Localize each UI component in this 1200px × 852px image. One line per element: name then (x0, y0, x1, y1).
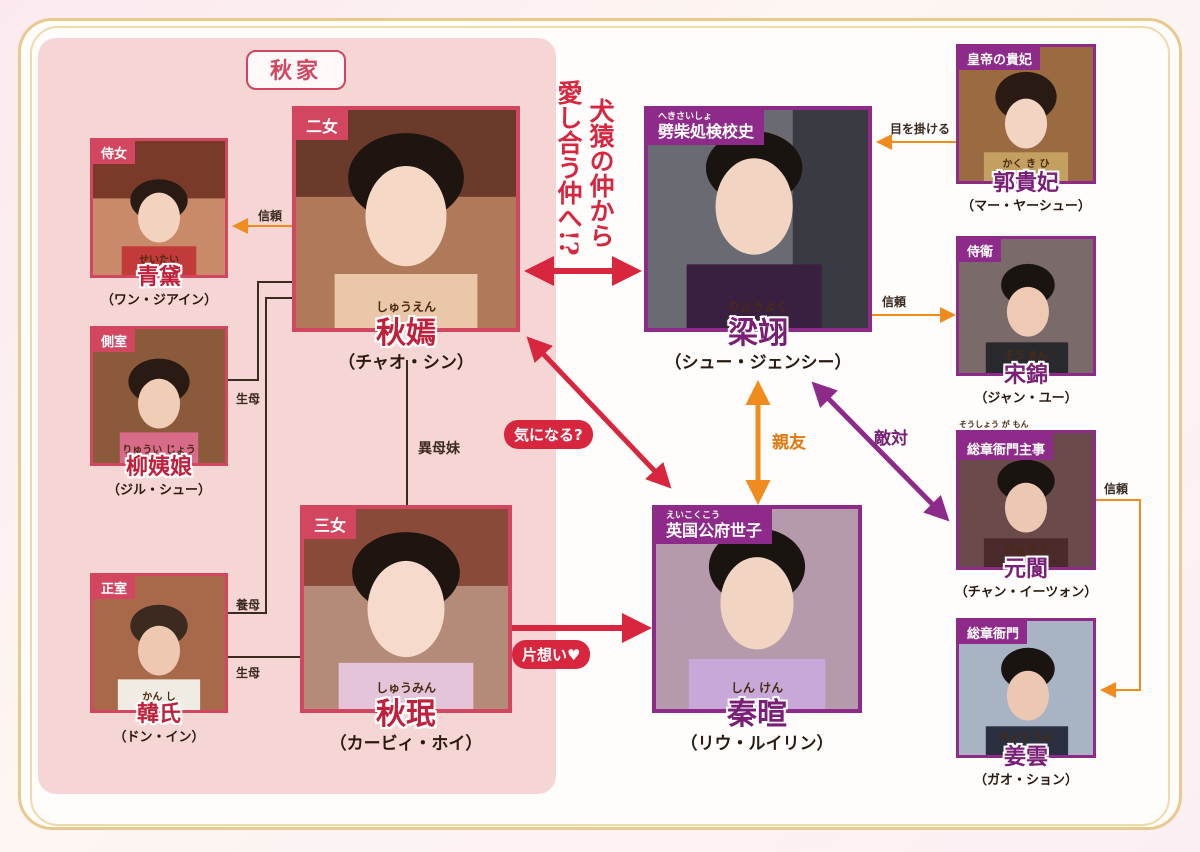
role-shuumin: 三女 (304, 509, 357, 539)
ruby-seitai: せいたい (139, 255, 179, 266)
name-ryouyoku: 梁翊 (728, 316, 788, 351)
name-shuumin: 秋珉 (376, 697, 436, 732)
role-ryuijou: 側室 (93, 329, 136, 352)
name-shuuen: 秋嫣 (376, 316, 436, 351)
actor-shuumin: （カービィ・ホイ） (329, 734, 483, 754)
card-ryouyoku: 劈柴処検校史 へきさいしょ りょうよく 梁翊 （シュー・ジェンシー） (644, 106, 872, 373)
label-adopt-kanshi: 養母 (236, 598, 261, 612)
name-genrou: 元閬 (1003, 556, 1048, 582)
ruby-shinken: しん けん (730, 681, 784, 695)
card-seitai: 侍女 せいたい 青黛 （ワン・ジアイン） (90, 138, 228, 308)
photo-shuuen (296, 110, 516, 328)
label-unrequited: 片想い♥ (512, 640, 591, 669)
photo-seitai (93, 141, 225, 275)
actor-shuuen: （チャオ・シン） (338, 353, 474, 373)
name-kanshi: 韓氏 (136, 701, 181, 727)
label-trust-soukin: 信頼 (882, 295, 907, 309)
role-kyouun: 総章衙門 (959, 621, 1028, 644)
card-shuumin: 三女 しゅうみん 秋珉 （カービィ・ホイ） (300, 505, 512, 754)
tagline-line1: 犬猿の仲から (586, 98, 615, 248)
actor-ryuijou: （ジル・シュー） (106, 483, 211, 498)
photo-ryouyoku (648, 110, 868, 328)
card-kyouun: 総章衙門 きょう うん 姜雲 （ガオ・ション） (956, 618, 1096, 788)
actor-seitai: （ワン・ジアイン） (100, 293, 218, 308)
family-title: 秋家 (246, 50, 346, 90)
ruby-kanshi: かん し (142, 692, 176, 703)
ruby-shinken-role: えいこくこう (666, 511, 721, 521)
label-birth-kanshi: 生母 (236, 666, 261, 680)
label-birth-ryuijou: 生母 (236, 392, 261, 406)
tagline-line2: 愛し合う仲へ!? (554, 80, 583, 256)
role-shinken: 英国公府世子 (656, 507, 773, 544)
actor-kakukihi: （マー・ヤーシュー） (961, 199, 1091, 214)
name-shinken: 秦暄 (727, 697, 787, 732)
ruby-ryuijou: りゅうい じょう (122, 445, 196, 456)
card-kakukihi: 皇帝の貴妃 かく き ひ 郭貴妃 （マー・ヤーシュー） (956, 44, 1096, 214)
actor-shinken: （リウ・ルイリン） (680, 734, 834, 754)
ruby-shuumin: しゅうみん (375, 681, 436, 695)
actor-ryouyoku: （シュー・ジェンシー） (664, 353, 852, 373)
card-soukin: 侍衛 そう きん 宋錦 （ジャン・ユー） (956, 236, 1096, 406)
label-rival: 敵対 (874, 429, 908, 449)
label-trust-seitai: 信頼 (258, 209, 283, 223)
name-kakukihi: 郭貴妃 (992, 170, 1059, 196)
role-kanshi: 正室 (93, 576, 136, 599)
role-soukin: 侍衛 (959, 239, 1002, 262)
actor-kanshi: （ドン・イン） (113, 730, 205, 745)
label-half-sister: 異母妹 (418, 441, 460, 457)
name-kyouun: 姜雲 (1003, 744, 1048, 770)
label-eye: 目を掛ける (890, 122, 951, 136)
name-ryuijou: 柳姨娘 (125, 454, 192, 480)
ruby-ryouyoku-role: へきさいしょ (658, 112, 713, 122)
role-shuuen: 二女 (296, 110, 349, 140)
ruby-genrou-role: そうしょう が もん (959, 420, 1029, 429)
card-shinken: 英国公府世子 えいこくこう しん けん 秦暄 （リウ・ルイリン） (652, 505, 862, 754)
photo-ryuijou (93, 329, 225, 463)
ruby-kakukihi: かく き ひ (1002, 159, 1050, 170)
ruby-soukin: そう きん (1004, 351, 1048, 362)
label-curious: 気になる? (504, 420, 593, 449)
role-seitai: 侍女 (93, 141, 136, 164)
card-shuuen: 二女 しゅうえん 秋嫣 （チャオ・シン） (292, 106, 520, 373)
actor-genrou: （チャン・イーツォン） (954, 585, 1098, 600)
photo-shuumin (304, 509, 508, 709)
actor-soukin: （ジャン・ユー） (974, 391, 1078, 406)
actor-kyouun: （ガオ・ション） (973, 773, 1078, 788)
ruby-genrou: げん ろう (1004, 545, 1048, 556)
ruby-ryouyoku: りょうよく (727, 300, 788, 314)
card-kanshi: 正室 かん し 韓氏 （ドン・イン） (90, 573, 228, 745)
card-genrou: 総章衙門主事 そうしょう が もん げん ろう 元閬 （チャン・イーツォン） (955, 420, 1098, 600)
role-kakukihi: 皇帝の貴妃 (959, 47, 1041, 70)
ruby-shuuen: しゅうえん (375, 300, 436, 314)
role-ryouyoku: 劈柴処検校史 (648, 108, 765, 145)
name-seitai: 青黛 (136, 264, 181, 290)
card-ryuijou: 側室 りゅうい じょう 柳姨娘 （ジル・シュー） (90, 326, 228, 498)
label-trust-kyouun: 信頼 (1104, 482, 1129, 496)
ruby-kyouun: きょう うん (999, 733, 1053, 744)
role-genrou: 総章衙門主事 (959, 432, 1054, 460)
name-soukin: 宋錦 (1003, 362, 1048, 388)
label-friend: 親友 (772, 433, 806, 453)
